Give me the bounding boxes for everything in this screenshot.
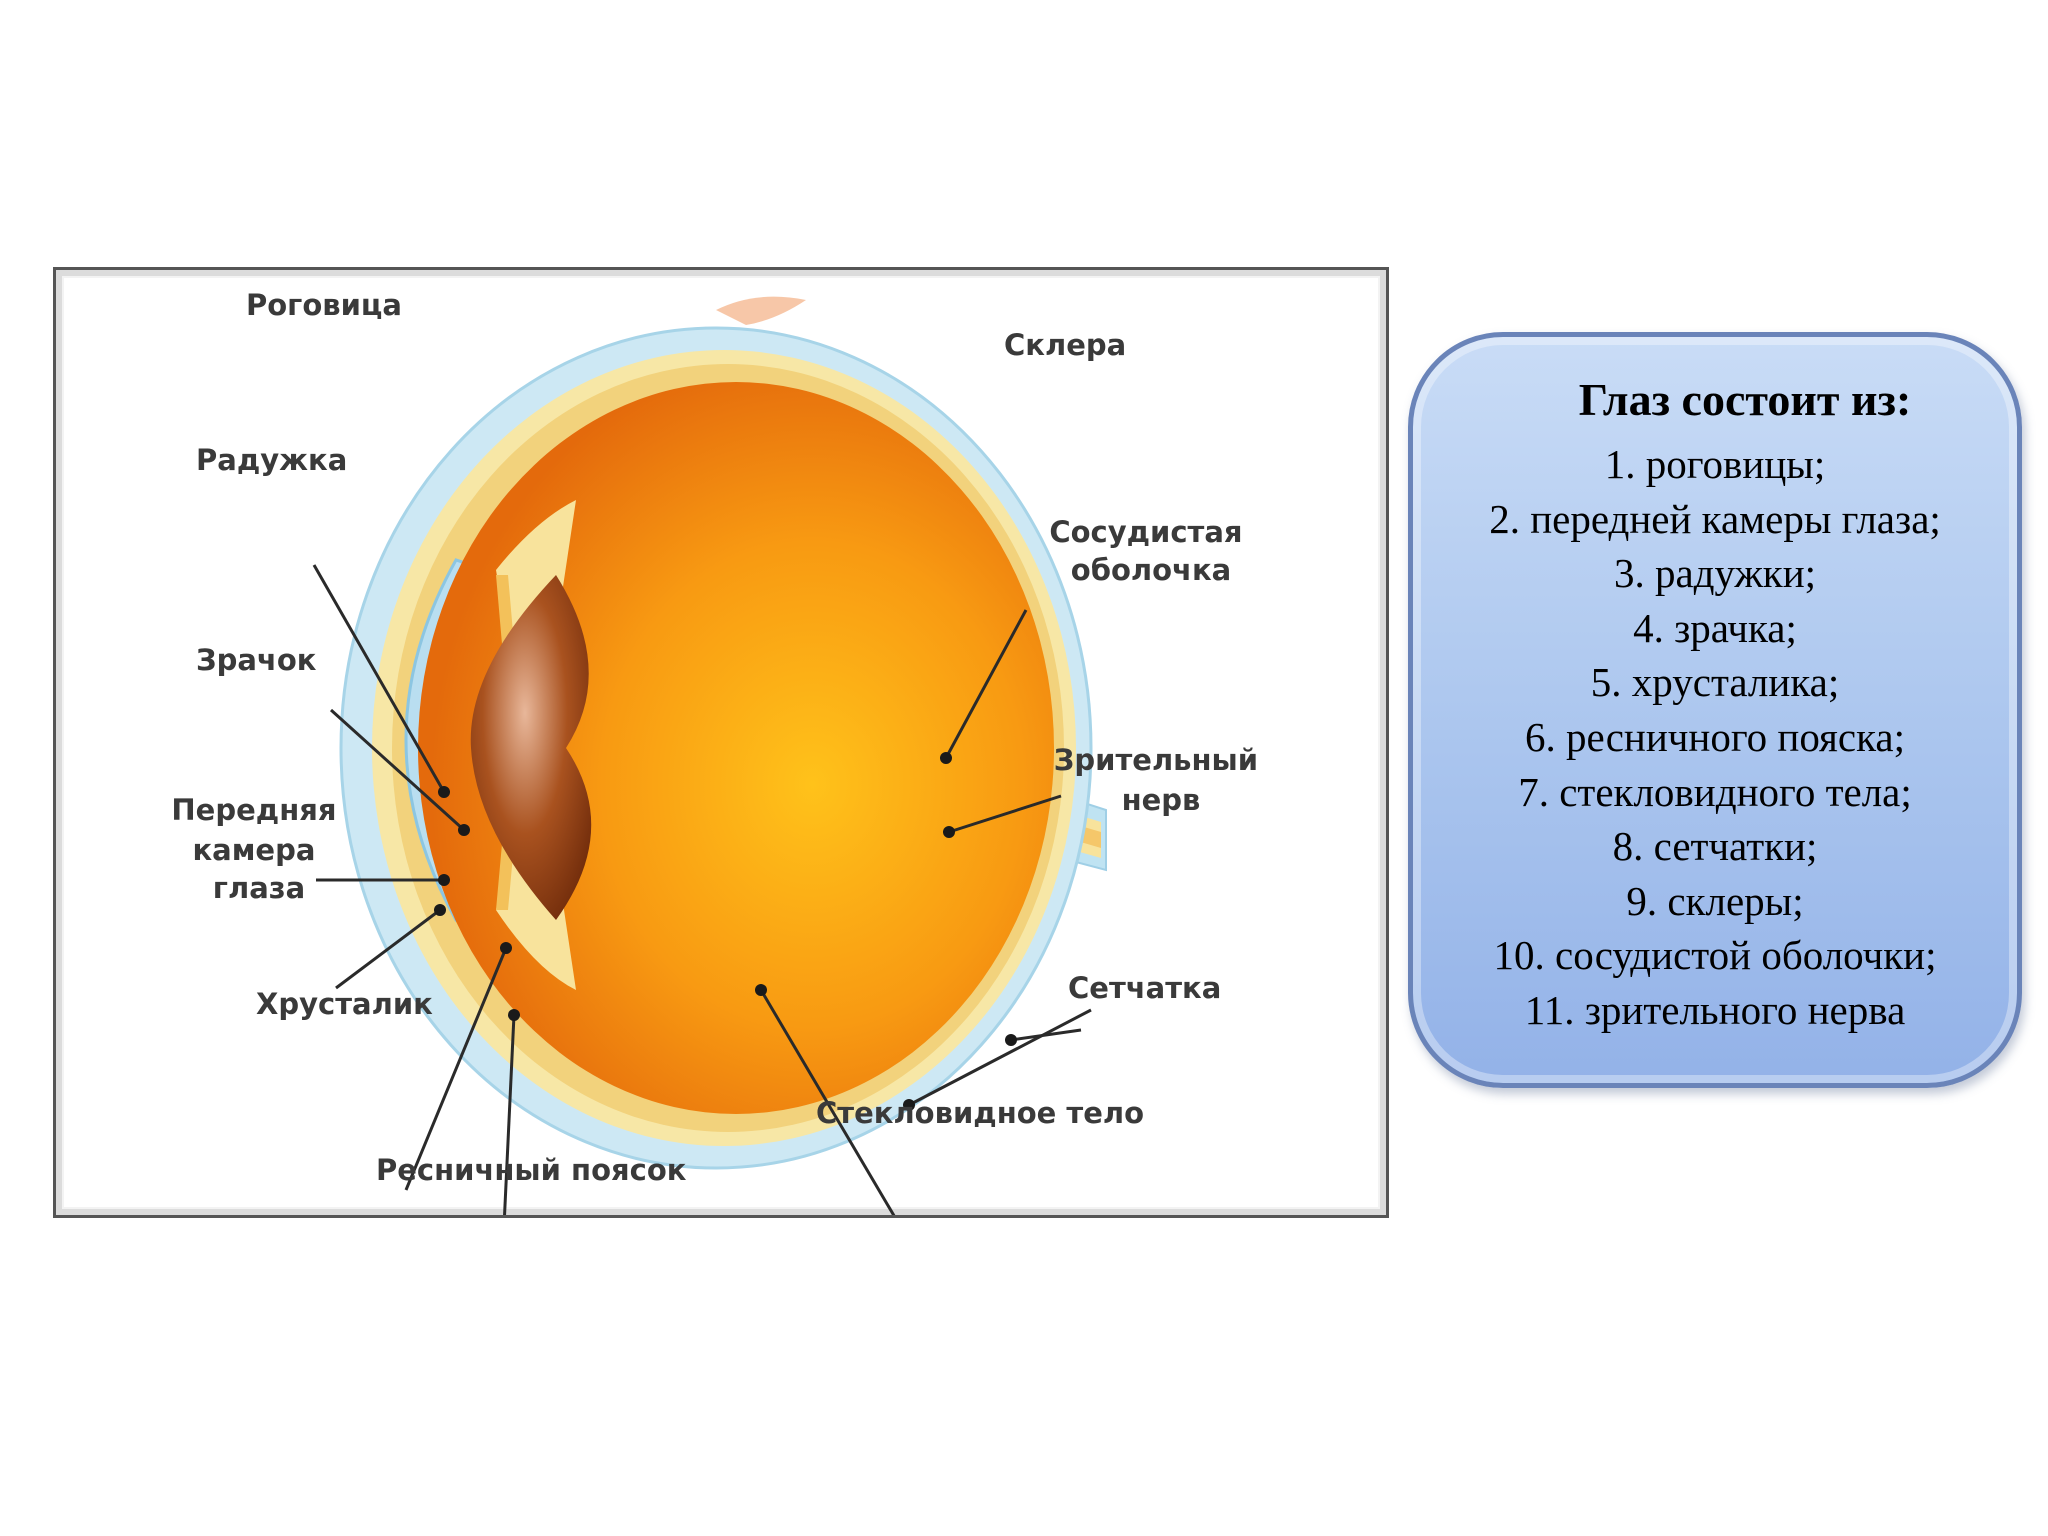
- label-optic-nerve: Зрительный нерв: [1054, 743, 1268, 817]
- leader-dots: [434, 752, 1017, 1111]
- list-item: 7. стекловидного тела;: [1518, 768, 1912, 815]
- vitreous-body-shape: [418, 382, 1054, 1114]
- eye-parts-list: 1. роговицы; 2. передней камеры глаза; 3…: [1413, 437, 2017, 1038]
- list-item: 11. зрительного нерва: [1524, 986, 1906, 1033]
- label-cornea: Роговица: [246, 288, 402, 322]
- eye-anatomy-diagram: Роговица Радужка Зрачок Передняя камера …: [171, 288, 1268, 1215]
- list-item: 8. сетчатки;: [1612, 823, 1818, 870]
- panel-title: Глаз состоит из:: [1578, 374, 1912, 425]
- list-item: 2. передней камеры глаза;: [1489, 495, 1941, 542]
- list-item: 3. радужки;: [1613, 550, 1817, 597]
- list-item: 1. роговицы;: [1604, 441, 1826, 487]
- label-anterior-chamber: Передняя камера глаза: [171, 793, 346, 905]
- list-item: 4. зрачка;: [1633, 604, 1797, 651]
- list-item: 10. сосудистой оболочки;: [1493, 932, 1937, 979]
- label-retina: Сетчатка: [1068, 971, 1221, 1005]
- list-item: 6. ресничного пояска;: [1524, 713, 1905, 760]
- list-item: 5. хрусталика;: [1590, 659, 1840, 706]
- ciliary-body-shape: [496, 500, 576, 660]
- eye-parts-panel: Глаз состоит из: 1. роговицы; 2. передне…: [1408, 332, 2022, 1088]
- lens-shape: [470, 575, 592, 920]
- label-choroid: Сосудистая оболочка: [1049, 515, 1252, 587]
- label-pupil: Зрачок: [196, 643, 317, 677]
- label-iris: Радужка: [196, 443, 347, 477]
- list-item: 9. склеры;: [1626, 877, 1804, 924]
- ciliary-body-lower-shape: [496, 830, 576, 990]
- label-sclera: Склера: [1004, 328, 1126, 362]
- eye-diagram-frame: Роговица Радужка Зрачок Передняя камера …: [53, 267, 1389, 1218]
- label-ciliary-zonule: Ресничный поясок: [376, 1153, 687, 1187]
- muscle-top-shape: [716, 296, 806, 325]
- label-vitreous-body: Стекловидное тело: [816, 1096, 1144, 1130]
- leader-lines: [312, 564, 1092, 1215]
- label-lens: Хрусталик: [256, 987, 433, 1021]
